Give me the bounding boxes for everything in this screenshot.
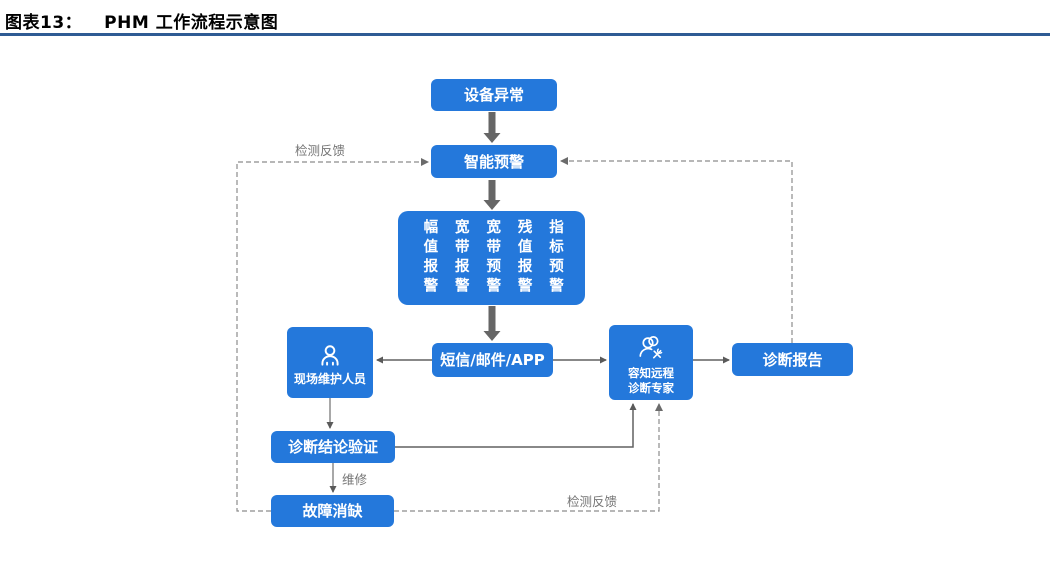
alarm-type-broadband-warning: 宽带预警 (484, 219, 501, 297)
arrow-alarms-to-notification (483, 306, 501, 341)
alarm-type-broadband-alarm: 宽带报警 (452, 219, 469, 297)
alarm-type-amplitude: 幅值报警 (421, 219, 438, 297)
node-diagnosis-report: 诊断报告 (732, 343, 853, 376)
remote-experts-label-line2: 诊断专家 (628, 381, 674, 395)
edge-report-to-warning (560, 157, 793, 343)
label-detection-feedback-bottom: 检测反馈 (567, 494, 618, 509)
arrow-device-to-warning (483, 112, 501, 143)
node-notification-channels: 短信/邮件/APP (432, 343, 553, 377)
figure-number: 图表13： (5, 13, 83, 33)
label-detection-feedback-top: 检测反馈 (295, 143, 346, 158)
person-icon (321, 345, 339, 366)
alarm-type-residual: 残值报警 (515, 219, 532, 297)
label-repair: 维修 (342, 472, 368, 487)
field-personnel-label: 现场维护人员 (293, 371, 366, 386)
title-divider (0, 33, 1050, 36)
node-conclusion-verification: 诊断结论验证 (271, 431, 395, 463)
edge-feedback-left-to-warning (236, 158, 429, 512)
node-remote-experts: 容知远程 诊断专家 (609, 325, 693, 400)
node-alarm-types: 幅值报警 宽带报警 宽带预警 残值报警 指标预警 (398, 211, 585, 305)
alarm-type-indicator: 指标预警 (546, 219, 563, 297)
figure-name: PHM 工作流程示意图 (104, 13, 279, 33)
node-intelligent-warning: 智能预警 (431, 145, 557, 178)
figure-title: 图表13： PHM 工作流程示意图 (5, 8, 278, 33)
node-device-abnormal: 设备异常 (431, 79, 557, 111)
arrow-warning-to-alarms (483, 180, 501, 210)
remote-experts-label-line1: 容知远程 (628, 366, 674, 381)
edge-verification-to-experts (395, 403, 637, 448)
node-field-personnel: 现场维护人员 (287, 327, 373, 398)
node-fault-elimination: 故障消缺 (271, 495, 394, 527)
people-with-tools-icon (639, 336, 663, 359)
edge-feedback-elimination-to-experts (394, 403, 663, 512)
